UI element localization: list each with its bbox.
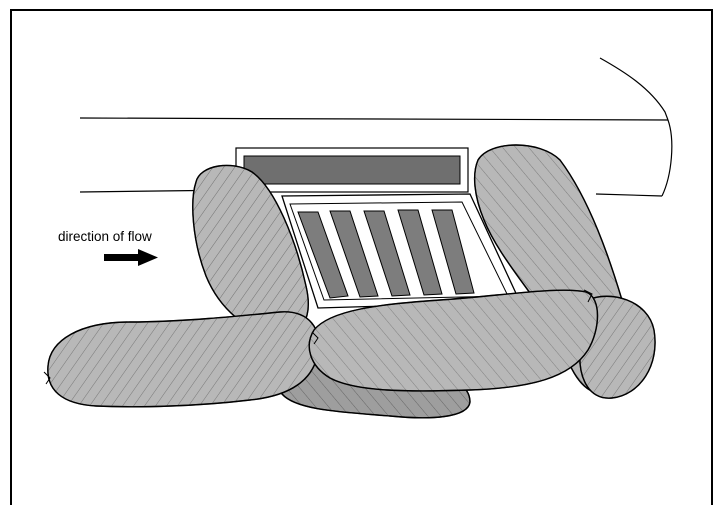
curb-inlet	[236, 148, 468, 192]
sandbag-left-lying	[44, 312, 319, 407]
direction-of-flow-label: direction of flow	[58, 229, 152, 244]
arrow-right-icon	[104, 249, 158, 266]
